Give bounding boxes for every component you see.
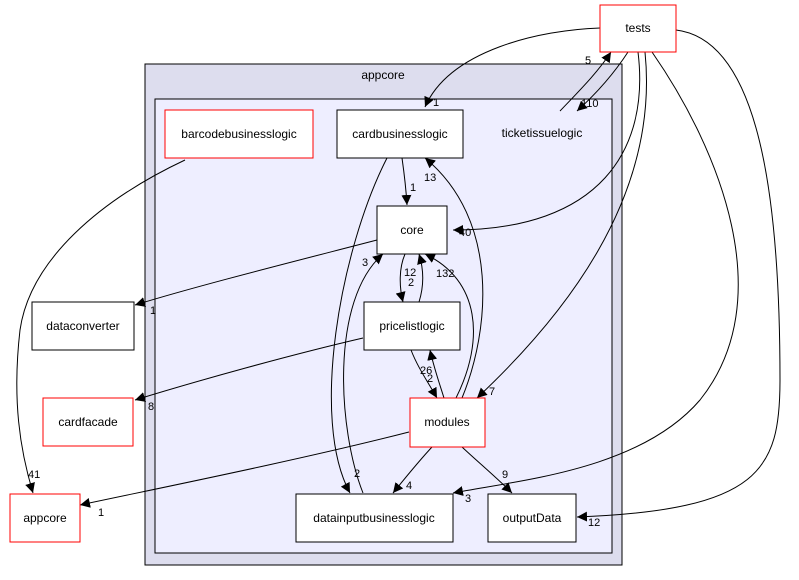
edge-modules-datainputbusinesslogic [392,446,433,494]
edge-cardbusinesslogic-datainputbusinesslogic [330,157,388,494]
node-barcodebusinesslogic[interactable]: barcodebusinesslogic [164,109,314,159]
edge-datainputbusinesslogic-core [343,253,384,494]
node-barcodebusinesslogic-label: barcodebusinesslogic [181,127,296,141]
node-cardbusinesslogic-label: cardbusinesslogic [352,127,447,141]
edge-pricelistlogic-modules [410,349,438,399]
node-outputData[interactable]: outputData [487,493,577,543]
node-appcore-label: appcore [23,511,67,525]
node-tests-label: tests [625,21,650,35]
edge-label-tests-outputData: 12 [588,517,600,529]
node-core-label: core [400,223,424,237]
edge-label-ticketissuelogic-tests: 110 [581,98,599,110]
edge-label-tests-modules: 7 [489,386,495,398]
edge-tests-outputData [576,29,781,522]
node-datainputbusinesslogic[interactable]: datainputbusinesslogic [295,493,454,543]
edge-label-tests-datainputbusinesslogic: 3 [465,493,471,505]
edge-modules-outputData [461,446,513,494]
node-cardfacade[interactable]: cardfacade [42,397,134,447]
edge-modules-appcore [79,431,410,508]
node-pricelistlogic[interactable]: pricelistlogic [363,301,461,351]
node-outputData-label: outputData [503,511,562,525]
edge-label-modules-pricelistlogic: 26 [420,365,432,377]
cluster-appcore-label: appcore [361,68,405,82]
edge-label-tests-core: 40 [459,227,471,239]
edge-modules-cardbusinesslogic [424,157,484,399]
edge-tests-datainputbusinesslogic [452,51,739,497]
edges [16,27,781,522]
node-cardfacade-label: cardfacade [58,415,118,429]
edge-tests-ticketissuelogic [576,51,629,112]
edge-label-modules-outputData: 9 [502,469,508,481]
node-cardbusinesslogic[interactable]: cardbusinesslogic [336,109,464,159]
edge-tests-core [452,51,641,235]
edge-label-modules-appcore: 1 [98,507,104,519]
edge-core-pricelistlogic [395,253,406,303]
edge-tests-modules [476,51,647,399]
edge-pricelistlogic-cardfacade [134,337,364,402]
edge-label-cardbusinesslogic-datainputbusinesslogic: 2 [354,468,360,480]
node-datainputbusinesslogic-label: datainputbusinesslogic [313,511,434,525]
node-modules[interactable]: modules [409,397,486,448]
edge-label-pricelistlogic-cardfacade: 8 [148,401,154,413]
node-tests[interactable]: tests [599,4,677,53]
edge-labels: 1 5 110 40 7 3 12 1 2 13 132 2 12 3 2 26… [28,55,600,529]
edge-label-tests-cardbusinesslogic: 1 [433,97,439,109]
edge-label-datainputbusinesslogic-core: 3 [362,257,368,269]
edge-cardbusinesslogic-core [401,157,412,206]
edge-label-modules-datainputbusinesslogic: 4 [406,480,412,492]
node-dataconverter[interactable]: dataconverter [31,301,135,351]
cluster-ticketissuelogic-label: ticketissuelogic [502,126,583,140]
edge-label-barcodebusinesslogic-appcore: 41 [28,469,40,481]
edge-label-tests-ticketissuelogic: 5 [585,55,591,67]
node-core[interactable]: core [376,205,448,255]
edge-label-core-pricelistlogic: 2 [408,277,414,289]
edge-label-modules-core: 132 [436,268,454,280]
node-dataconverter-label: dataconverter [46,319,119,333]
cluster-ticketissuelogic[interactable]: ticketissuelogic [154,98,613,554]
edge-ticketissuelogic-tests [559,51,612,112]
edge-label-pricelistlogic-modules: 2 [427,373,433,385]
edge-core-dataconverter [134,239,378,307]
edge-label-pricelistlogic-core: 12 [404,267,416,279]
edge-barcodebusinesslogic-appcore [16,159,186,494]
edge-modules-pricelistlogic [427,349,445,399]
edge-label-core-dataconverter: 1 [150,305,156,317]
edge-pricelistlogic-core [417,253,427,303]
node-pricelistlogic-label: pricelistlogic [379,319,444,333]
edge-modules-core [424,253,474,399]
node-appcore[interactable]: appcore [9,493,81,543]
edge-label-modules-cardbusinesslogic: 13 [424,172,436,184]
node-modules-label: modules [424,415,469,429]
edge-tests-cardbusinesslogic [424,27,601,108]
edge-label-cardbusinesslogic-core: 1 [410,182,416,194]
